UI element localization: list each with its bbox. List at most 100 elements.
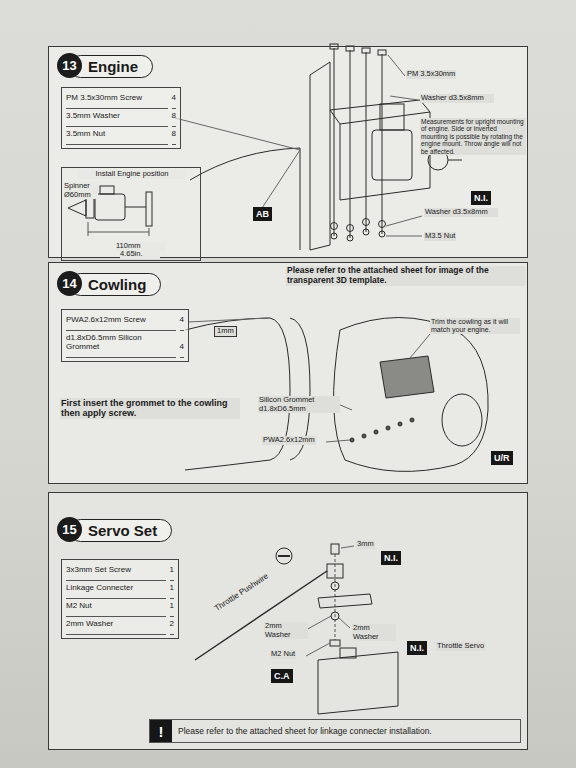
dimension-line — [88, 222, 89, 236]
part-label: Please refer to the attached sheet for i… — [286, 266, 526, 286]
engine — [95, 194, 125, 220]
leader-line — [386, 216, 422, 226]
part-label: M3.5 Nut — [424, 232, 456, 241]
part-name: M2 Nut — [66, 599, 166, 617]
step-number: 13 — [57, 53, 82, 78]
servo-spline — [340, 648, 356, 658]
part-name: 2mm Washer — [66, 617, 166, 635]
part-label: PWA2.6x12mm — [262, 436, 316, 445]
leader-line — [175, 118, 300, 150]
prop — [86, 198, 94, 218]
part-quantity: 4 — [172, 91, 176, 109]
leader-line — [386, 236, 422, 237]
part-name: d1.8xD6.5mm Silicon Grommet — [66, 331, 176, 358]
leader-line — [338, 404, 352, 410]
step-number: 15 — [57, 517, 82, 542]
part-label: Measurements for upright mounting of eng… — [420, 118, 526, 155]
part-label: 3mm — [356, 540, 375, 549]
screwdriver-icon — [276, 548, 292, 564]
leader-line — [341, 546, 354, 548]
leader-line — [390, 96, 418, 100]
leader-line — [306, 616, 331, 630]
screws — [330, 44, 386, 241]
fuselage-outline — [190, 148, 300, 250]
leader-line — [306, 643, 330, 656]
throttle-pushwire — [195, 571, 327, 660]
leader-line — [388, 55, 405, 76]
part-quantity: 2 — [170, 617, 174, 635]
part-name: 3.5mm Washer — [66, 109, 168, 127]
part-quantity: 1 — [170, 563, 174, 581]
parts-list: PM 3.5x30mm Screw43.5mm Washer83.5mm Nut… — [61, 87, 181, 149]
linkage-connecter — [327, 564, 343, 578]
part-name: PWA2.6x12mm Screw — [66, 313, 176, 331]
step-title: Servo Set — [69, 519, 172, 542]
part-quantity: 8 — [172, 109, 176, 127]
part-label: Washer d3.5x8mm — [424, 208, 498, 217]
cowling-cutout — [380, 356, 434, 398]
note-bar: !Please refer to the attached sheet for … — [149, 719, 521, 743]
step-number-text: 15 — [62, 522, 76, 537]
code-text: AB — [256, 209, 269, 219]
step-number: 14 — [57, 271, 82, 296]
part-name: Linkage Connecter — [66, 581, 166, 599]
code-text: C.A — [274, 671, 290, 681]
leader-line — [326, 440, 350, 442]
cowling — [334, 318, 489, 472]
spinner — [68, 200, 86, 216]
part-quantity: 4 — [180, 340, 184, 358]
parts-list: 3x3mm Set Screw1Linkage Connecter1M2 Nut… — [61, 559, 179, 639]
code-tag: N.I. — [407, 641, 427, 655]
step-panel: Servo Set15 3x3mm Set Screw1Linkage Conne… — [48, 492, 528, 750]
part-label: Washer d3.5x8mm — [420, 94, 494, 103]
part-name: 3.5mm Nut — [66, 127, 168, 145]
servo-arm — [318, 594, 372, 608]
dimension-label: Spinner Ø60mm — [64, 182, 98, 199]
part-label: 2mm Washer — [264, 622, 308, 639]
part-name: PM 3.5x30mm Screw — [66, 91, 168, 109]
part-quantity: 1 — [170, 581, 174, 599]
step-title: Cowling — [69, 273, 161, 296]
firewall — [146, 192, 152, 226]
part-name: 3x3mm Set Screw — [66, 563, 166, 581]
part-quantity: 8 — [172, 127, 176, 145]
part-label: Throttle Pushwire — [212, 571, 271, 614]
cowling-opening — [442, 394, 482, 446]
engine-shaft — [448, 160, 462, 161]
engine-head — [100, 186, 114, 194]
leader-line — [262, 150, 300, 208]
dimension-line — [88, 232, 149, 233]
leader-line — [339, 618, 350, 628]
dimension-label: 4.65in. — [120, 250, 160, 259]
code-tag: AB — [253, 207, 272, 221]
part-quantity: 4 — [180, 313, 184, 331]
panel-ground — [48, 492, 528, 750]
part-label: 2mm Washer — [352, 624, 396, 641]
code-text: U/R — [494, 453, 510, 463]
washer — [331, 612, 339, 620]
code-tag: N.I. — [381, 551, 401, 565]
step-panel: Cowling14PWA2.6x12mm Screw4d1.8xD6.5mm S… — [48, 262, 528, 484]
throttle-servo — [318, 652, 398, 714]
note-text: Please refer to the attached sheet for l… — [172, 726, 438, 736]
code-text: N.I. — [474, 193, 488, 203]
firewall — [310, 62, 330, 250]
part-label: Silicon Grommet d1.8xD6.5mm — [258, 396, 340, 413]
part-quantity: 1 — [170, 599, 174, 617]
set-screw — [331, 544, 339, 554]
engine-mount — [340, 112, 430, 200]
m2-nut — [330, 640, 340, 646]
panel-ground — [48, 262, 528, 484]
part-label: Trim the cowling as it will match your e… — [430, 318, 520, 334]
washer — [331, 582, 339, 590]
cowling-holes — [350, 418, 414, 442]
parts-list: PWA2.6x12mm Screw4d1.8xD6.5mm Silicon Gr… — [61, 309, 189, 362]
engine-mount — [125, 207, 146, 208]
part-label: Throttle Servo — [436, 642, 485, 651]
engine-crankcase — [372, 130, 412, 180]
engine-cylinder — [380, 104, 404, 130]
code-text: N.I. — [410, 643, 424, 653]
fuselage-outline — [185, 460, 270, 470]
step-number-text: 13 — [62, 58, 76, 73]
part-label: 1mm — [214, 326, 237, 337]
